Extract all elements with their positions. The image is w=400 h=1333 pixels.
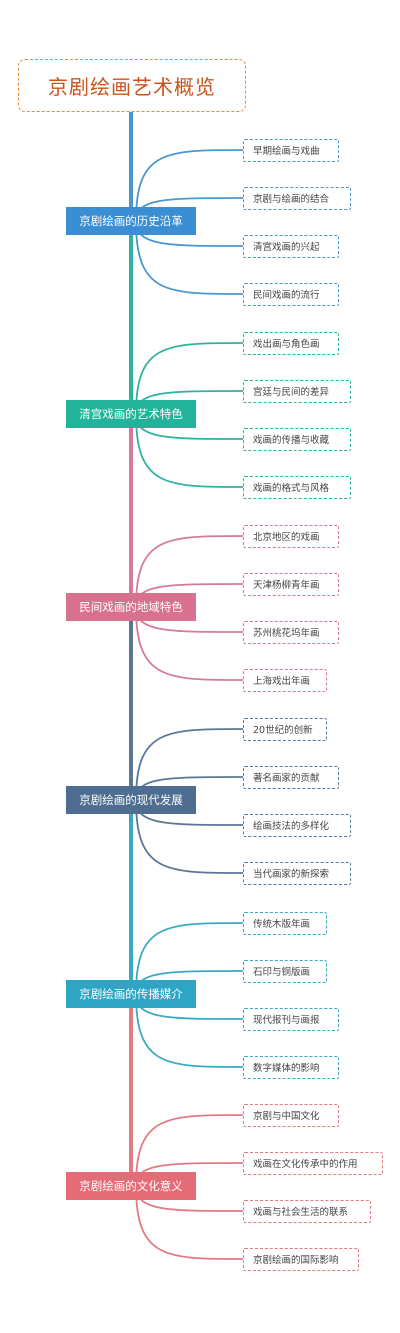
branch-connector <box>135 993 244 1068</box>
branch-connector <box>135 922 244 995</box>
subtopic-node[interactable]: 当代画家的新探索 <box>243 861 351 885</box>
subtopic-node[interactable]: 民间戏画的流行 <box>243 282 339 306</box>
branch-connector <box>135 342 244 415</box>
branch-connector <box>135 799 244 874</box>
branch-connector <box>135 606 244 681</box>
category-node[interactable]: 京剧绘画的传播媒介 <box>66 980 196 1008</box>
category-node[interactable]: 京剧绘画的文化意义 <box>66 1172 196 1200</box>
subtopic-node[interactable]: 清宫戏画的兴起 <box>243 234 339 258</box>
subtopic-node[interactable]: 戏画在文化传承中的作用 <box>243 1151 383 1175</box>
subtopic-node[interactable]: 戏画的传播与收藏 <box>243 427 351 451</box>
subtopic-node[interactable]: 传统木版年画 <box>243 911 327 935</box>
subtopic-node[interactable]: 现代报刊与画报 <box>243 1007 339 1031</box>
subtopic-node[interactable]: 天津杨柳青年画 <box>243 572 339 596</box>
subtopic-node[interactable]: 早期绘画与戏曲 <box>243 138 339 162</box>
subtopic-node[interactable]: 京剧与绘画的结合 <box>243 186 351 210</box>
subtopic-node[interactable]: 戏出画与角色画 <box>243 331 339 355</box>
subtopic-node[interactable]: 石印与铜版画 <box>243 959 327 983</box>
branch-connector <box>135 1114 244 1187</box>
branch-connector <box>135 728 244 801</box>
category-node[interactable]: 京剧绘画的现代发展 <box>66 786 196 814</box>
subtopic-node[interactable]: 苏州桃花坞年画 <box>243 620 339 644</box>
subtopic-node[interactable]: 20世纪的创新 <box>243 717 327 741</box>
subtopic-node[interactable]: 上海戏出年画 <box>243 668 327 692</box>
subtopic-node[interactable]: 宫廷与民间的差异 <box>243 379 351 403</box>
branch-connector <box>135 1185 244 1260</box>
subtopic-node[interactable]: 北京地区的戏画 <box>243 524 339 548</box>
root-topic[interactable]: 京剧绘画艺术概览 <box>18 59 246 112</box>
branch-connector <box>135 149 244 222</box>
subtopic-node[interactable]: 京剧与中国文化 <box>243 1103 339 1127</box>
category-node[interactable]: 清宫戏画的艺术特色 <box>66 400 196 428</box>
category-node[interactable]: 民间戏画的地域特色 <box>66 593 196 621</box>
branch-connector <box>135 413 244 488</box>
subtopic-node[interactable]: 著名画家的贡献 <box>243 765 339 789</box>
subtopic-node[interactable]: 绘画技法的多样化 <box>243 813 351 837</box>
subtopic-node[interactable]: 数字媒体的影响 <box>243 1055 339 1079</box>
branch-connector <box>135 220 244 295</box>
subtopic-node[interactable]: 京剧绘画的国际影响 <box>243 1247 359 1271</box>
subtopic-node[interactable]: 戏画与社会生活的联系 <box>243 1199 371 1223</box>
branch-connector <box>135 535 244 608</box>
subtopic-node[interactable]: 戏画的格式与风格 <box>243 475 351 499</box>
category-node[interactable]: 京剧绘画的历史沿革 <box>66 207 196 235</box>
